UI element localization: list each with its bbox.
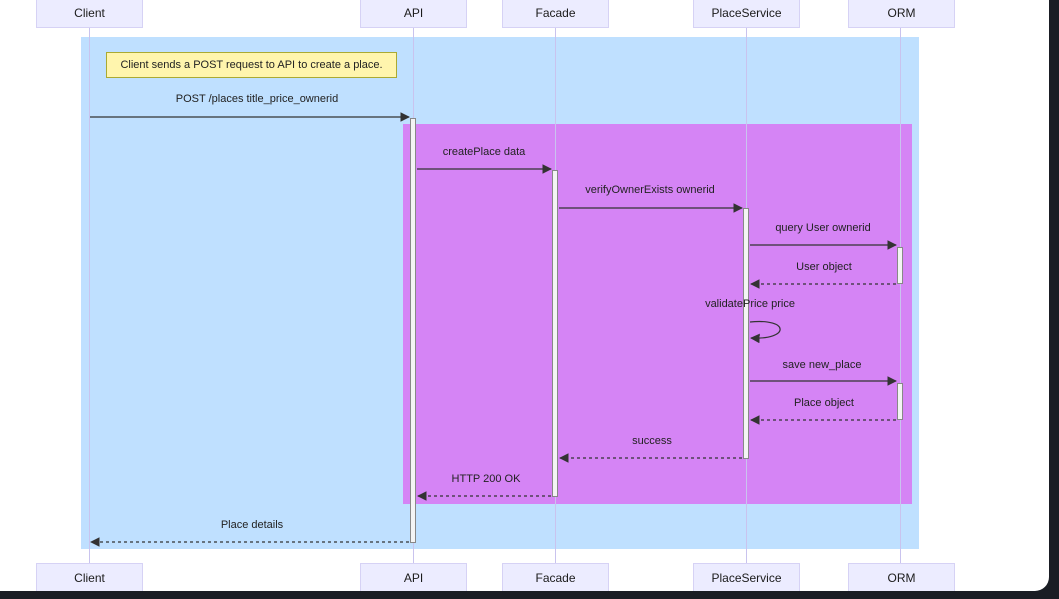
lifeline-client	[89, 28, 90, 564]
message-label: Place object	[794, 397, 854, 409]
message-label: success	[632, 435, 672, 447]
message-label: User object	[796, 261, 852, 273]
participant-orm-bottom: ORM	[848, 563, 955, 591]
message-label: POST /places title_price_ownerid	[175, 93, 339, 105]
message-label: save new_place	[782, 359, 862, 371]
lifeline-orm	[900, 28, 901, 564]
note: Client sends a POST request to API to cr…	[106, 52, 397, 78]
message-label: validatePrice price	[705, 298, 795, 310]
inner-highlight-block	[403, 124, 912, 504]
activation-orm-save	[897, 383, 903, 420]
sequence-diagram: Client API Facade PlaceService ORM Clien…	[0, 0, 1049, 591]
message-label: HTTP 200 OK	[451, 473, 521, 485]
participant-placeservice-bottom: PlaceService	[693, 563, 800, 591]
participant-api-bottom: API	[360, 563, 467, 591]
participant-facade-top: Facade	[502, 0, 609, 28]
participant-placeservice-top: PlaceService	[693, 0, 800, 28]
activation-orm-query	[897, 247, 903, 284]
participant-facade-bottom: Facade	[502, 563, 609, 591]
activation-api	[410, 118, 416, 543]
message-label: verifyOwnerExists ownerid	[585, 184, 715, 196]
participant-client-bottom: Client	[36, 563, 143, 591]
message-label: query User ownerid	[775, 222, 871, 234]
message-label: Place details	[220, 519, 284, 531]
participant-orm-top: ORM	[848, 0, 955, 28]
message-label: createPlace data	[442, 146, 526, 158]
arrow-validate-price	[749, 320, 781, 344]
activation-placeservice	[743, 208, 749, 459]
participant-client-top: Client	[36, 0, 143, 28]
participant-api-top: API	[360, 0, 467, 28]
activation-facade	[552, 170, 558, 497]
message-arrows	[90, 112, 897, 547]
